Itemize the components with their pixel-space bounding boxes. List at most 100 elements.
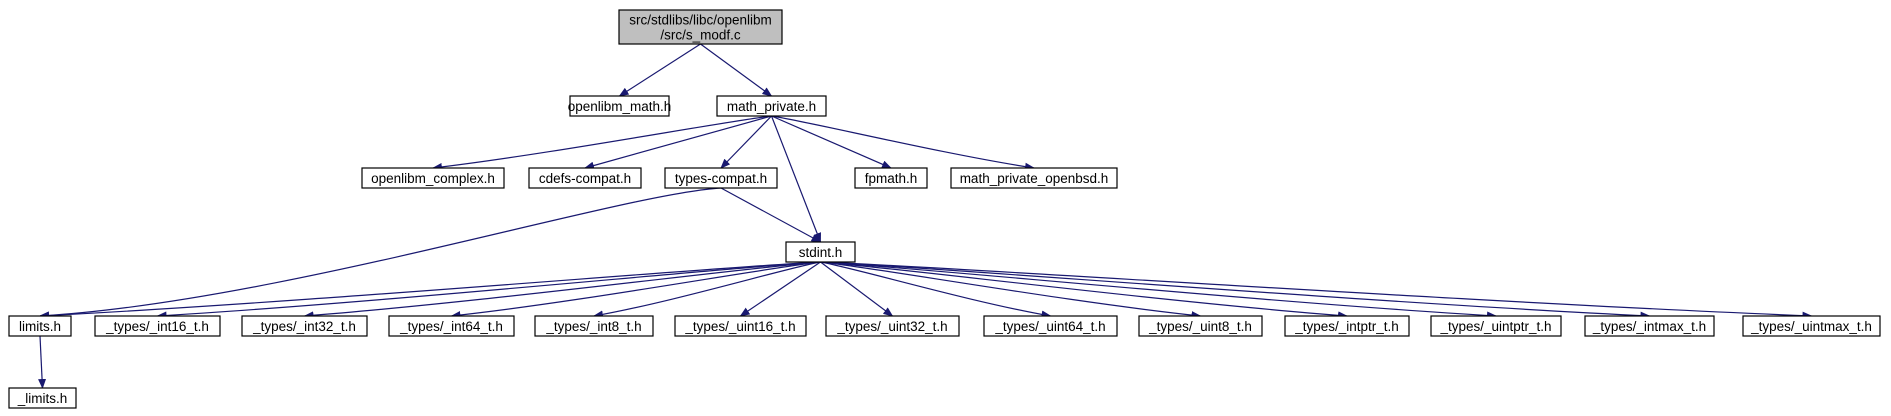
edge-arrow — [39, 261, 821, 320]
node-uint8[interactable]: _types/_uint8_t.h — [1138, 315, 1263, 337]
edge-stdint-to-uintmax — [820, 261, 1813, 320]
edge-arrow — [450, 261, 821, 320]
node-label: _types/_int16_t.h — [105, 319, 209, 334]
node-openlibm_complex[interactable]: openlibm_complex.h — [361, 167, 505, 189]
node-root[interactable]: src/stdlibs/libc/openlibm/src/s_modf.c — [618, 9, 783, 45]
edge-stdint-to-uint32 — [820, 261, 894, 317]
edge-stdint-to-int16 — [156, 261, 821, 320]
node-stdint[interactable]: stdint.h — [785, 241, 856, 263]
edge-arrow — [771, 115, 892, 169]
edge-stdint-to-int64 — [450, 261, 821, 320]
node-label: _types/_uint32_t.h — [836, 319, 947, 334]
edge-limits-to-_limits — [38, 335, 47, 389]
edge-arrow — [739, 261, 821, 317]
node-label: _types/_uint64_t.h — [994, 319, 1105, 334]
node-intmax[interactable]: _types/_intmax_t.h — [1584, 315, 1715, 337]
node-box — [1742, 315, 1881, 337]
edge-arrow — [820, 261, 1052, 319]
node-limits[interactable]: limits.h — [8, 315, 72, 337]
node-int64[interactable]: _types/_int64_t.h — [388, 315, 515, 337]
edge-stdint-to-intptr — [820, 261, 1348, 320]
edge-math_private-to-math_private_openbsd — [771, 115, 1035, 171]
edge-arrow — [770, 115, 822, 243]
node-label: _types/_int8_t.h — [545, 319, 641, 334]
node-label: _types/_intptr_t.h — [1294, 319, 1399, 334]
edge-math_private-to-openlibm_complex — [432, 115, 772, 171]
edge-arrow — [820, 261, 1348, 320]
node-int32[interactable]: _types/_int32_t.h — [241, 315, 368, 337]
node-label: _types/_int32_t.h — [252, 319, 356, 334]
edge-stdint-to-uintptr — [820, 261, 1497, 320]
node-label: /src/s_modf.c — [660, 28, 741, 43]
edge-stdint-to-uint64 — [820, 261, 1052, 319]
node-box — [664, 167, 778, 189]
edge-arrow — [432, 115, 772, 171]
node-box — [1138, 315, 1263, 337]
edge-root-to-openlibm_math — [618, 43, 701, 97]
node-uintptr[interactable]: _types/_uintptr_t.h — [1430, 315, 1562, 337]
node-box — [1284, 315, 1410, 337]
node-label: openlibm_complex.h — [371, 171, 495, 186]
node-box — [618, 9, 783, 45]
edge-arrow — [820, 261, 1813, 320]
node-uint64[interactable]: _types/_uint64_t.h — [983, 315, 1118, 337]
node-box — [534, 315, 654, 337]
node-box — [1584, 315, 1715, 337]
node-box — [716, 95, 827, 117]
node-math_private[interactable]: math_private.h — [716, 95, 827, 117]
edge-arrow — [38, 335, 47, 389]
node-box — [8, 315, 72, 337]
node-uintmax[interactable]: _types/_uintmax_t.h — [1742, 315, 1881, 337]
node-box — [785, 241, 856, 263]
node-intptr[interactable]: _types/_intptr_t.h — [1284, 315, 1410, 337]
node-box — [983, 315, 1118, 337]
nodes-layer: src/stdlibs/libc/openlibm/src/s_modf.cop… — [8, 9, 1881, 409]
node-label: limits.h — [19, 319, 61, 334]
edge-arrow — [720, 187, 822, 243]
edge-arrow — [820, 261, 1202, 320]
node-_limits[interactable]: _limits.h — [8, 387, 77, 409]
edge-math_private-to-fpmath — [771, 115, 892, 169]
edge-arrow — [39, 187, 722, 320]
node-label: src/stdlibs/libc/openlibm — [629, 13, 772, 28]
node-int8[interactable]: _types/_int8_t.h — [534, 315, 654, 337]
node-label: _types/_int64_t.h — [399, 319, 503, 334]
node-box — [94, 315, 221, 337]
node-cdefs_compat[interactable]: cdefs-compat.h — [528, 167, 642, 189]
node-fpmath[interactable]: fpmath.h — [854, 167, 928, 189]
edge-arrow — [700, 43, 773, 97]
edge-stdint-to-limits — [39, 261, 821, 320]
edge-math_private-to-cdefs_compat — [584, 115, 772, 170]
node-label: openlibm_math.h — [568, 99, 672, 114]
node-label: types-compat.h — [675, 171, 767, 186]
node-math_private_openbsd[interactable]: math_private_openbsd.h — [950, 167, 1118, 189]
node-box — [674, 315, 807, 337]
node-box — [388, 315, 515, 337]
node-label: _types/_uintmax_t.h — [1750, 319, 1872, 334]
node-box — [569, 95, 670, 117]
edge-arrow — [584, 115, 772, 170]
node-label: _limits.h — [17, 391, 68, 406]
node-box — [528, 167, 642, 189]
node-uint16[interactable]: _types/_uint16_t.h — [674, 315, 807, 337]
edge-stdint-to-int8 — [593, 261, 821, 319]
node-box — [825, 315, 960, 337]
node-label: stdint.h — [799, 245, 843, 260]
node-openlibm_math[interactable]: openlibm_math.h — [568, 95, 672, 117]
edge-arrow — [593, 261, 821, 319]
edge-types_compat-to-limits — [39, 187, 722, 320]
node-box — [361, 167, 505, 189]
edge-arrow — [720, 115, 772, 169]
node-label: _types/_uint16_t.h — [684, 319, 795, 334]
node-box — [1430, 315, 1562, 337]
node-int16[interactable]: _types/_int16_t.h — [94, 315, 221, 337]
node-label: math_private.h — [727, 99, 816, 114]
node-uint32[interactable]: _types/_uint32_t.h — [825, 315, 960, 337]
node-types_compat[interactable]: types-compat.h — [664, 167, 778, 189]
edge-arrow — [820, 261, 1651, 320]
edge-stdint-to-uint8 — [820, 261, 1202, 320]
edge-arrow — [820, 261, 894, 317]
edge-stdint-to-int32 — [303, 261, 821, 320]
node-box — [950, 167, 1118, 189]
